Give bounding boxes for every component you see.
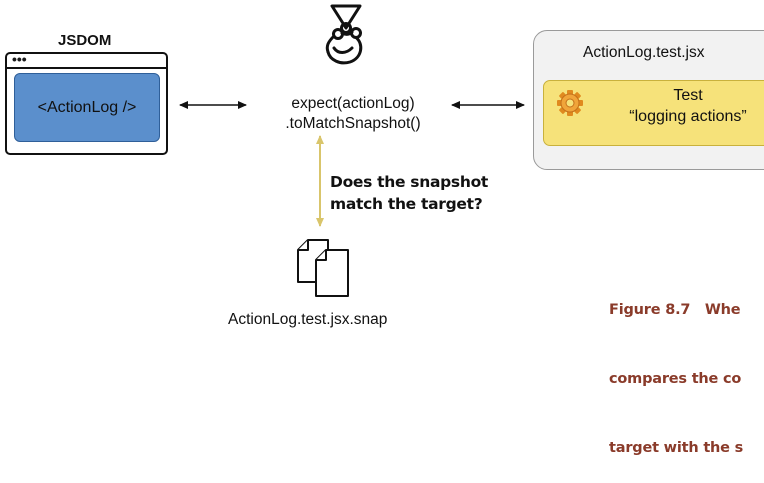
test-case-box <box>543 80 764 146</box>
caption-line-3: target with the s <box>609 440 744 456</box>
question-line-2: match the target? <box>330 195 483 213</box>
test-file-name: ActionLog.test.jsx <box>583 44 705 61</box>
jest-logo-icon <box>325 4 363 65</box>
files-icon <box>297 239 349 297</box>
question-line-1: Does the snapshot <box>330 173 489 191</box>
connector-arrows <box>179 101 525 227</box>
caption-line-2: compares the co <box>609 371 742 387</box>
browser-title-bar <box>7 67 166 69</box>
to-match-snapshot-line: .toMatchSnapshot() <box>285 115 421 132</box>
test-keyword: Test <box>673 87 703 104</box>
snapshot-question: Does the snapshot match the target? <box>330 171 488 215</box>
jsdom-title: JSDOM <box>58 32 112 49</box>
expect-line: expect(actionLog) <box>291 95 415 112</box>
caption-line-1: Figure 8.7 Whe <box>609 302 741 318</box>
gear-icon <box>557 90 583 116</box>
expect-statement: expect(actionLog) .toMatchSnapshot() <box>254 94 452 134</box>
window-dots-icon: ••• <box>12 51 27 67</box>
test-case-label: Test “logging actions” <box>603 85 764 127</box>
test-name: “logging actions” <box>629 108 747 125</box>
actionlog-component-label: <ActionLog /> <box>37 98 137 116</box>
actionlog-component: <ActionLog /> <box>14 73 160 142</box>
figure-caption: Figure 8.7 Whe compares the co target wi… <box>609 253 743 483</box>
snapshot-file-name: ActionLog.test.jsx.snap <box>228 311 388 328</box>
